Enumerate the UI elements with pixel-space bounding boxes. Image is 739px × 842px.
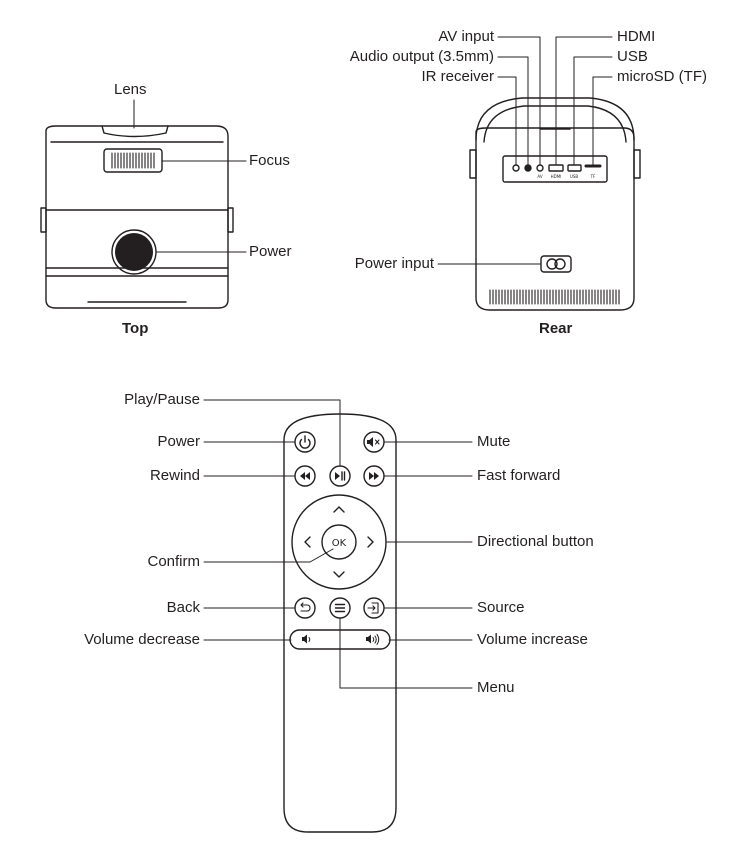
remote-power-label: Power — [157, 433, 200, 450]
microsd-label: microSD (TF) — [617, 68, 707, 85]
volume-increase-icon[interactable] — [366, 634, 371, 644]
confirm-ok-button[interactable] — [321, 524, 357, 560]
port-mark-hdmi: HDMI — [551, 174, 562, 179]
fast-forward-label: Fast forward — [477, 467, 561, 484]
rear-caption: Rear — [539, 320, 573, 337]
volume-decrease-label: Volume decrease — [84, 631, 200, 648]
leader-lines — [133, 36, 613, 689]
top-power-label: Power — [249, 243, 292, 260]
ir-receiver-port — [512, 164, 520, 172]
port-marks: AV HDMI USB TF OK — [332, 174, 596, 549]
hdmi-port[interactable] — [548, 164, 564, 172]
source-label: Source — [477, 599, 525, 616]
focus-label: Focus — [249, 152, 290, 169]
rewind-label: Rewind — [149, 467, 200, 484]
top-caption: Top — [122, 320, 149, 337]
volume-decrease-icon[interactable] — [302, 634, 307, 644]
play-pause-label: Play/Pause — [124, 391, 200, 408]
top-power-button[interactable] — [115, 233, 153, 271]
rear-vent — [489, 289, 620, 305]
projector-rear-view — [469, 97, 641, 311]
hdmi-label: HDMI — [617, 28, 656, 45]
dpad-left-arrow-icon[interactable] — [304, 536, 311, 548]
power-input-port[interactable] — [546, 258, 566, 270]
audio-output-label: Audio output (3.5mm) — [349, 48, 494, 65]
back-label: Back — [166, 599, 200, 616]
directional-label: Directional button — [477, 533, 594, 550]
confirm-label: Confirm — [147, 553, 200, 570]
menu-label: Menu — [477, 679, 515, 696]
projector-top-view — [40, 125, 234, 309]
volume-increase-label: Volume increase — [477, 631, 588, 648]
lens-label: Lens — [114, 81, 147, 98]
usb-port[interactable] — [567, 164, 582, 172]
dpad-down-arrow-icon[interactable] — [333, 571, 345, 578]
power-input-label: Power input — [354, 255, 434, 272]
ir-receiver-label: IR receiver — [421, 68, 494, 85]
ok-text: OK — [332, 538, 347, 549]
back-button[interactable] — [294, 597, 316, 619]
audio-output-port[interactable] — [524, 164, 532, 172]
port-mark-av: AV — [537, 174, 542, 179]
port-mark-usb: USB — [570, 174, 578, 179]
dpad-right-arrow-icon[interactable] — [367, 536, 374, 548]
focus-wheel[interactable] — [111, 152, 155, 169]
dpad-up-arrow-icon[interactable] — [333, 506, 345, 513]
port-mark-tf: TF — [590, 174, 596, 179]
av-input-port[interactable] — [536, 164, 544, 172]
usb-label: USB — [617, 48, 648, 65]
mute-label: Mute — [477, 433, 511, 450]
av-input-label: AV input — [438, 28, 494, 45]
